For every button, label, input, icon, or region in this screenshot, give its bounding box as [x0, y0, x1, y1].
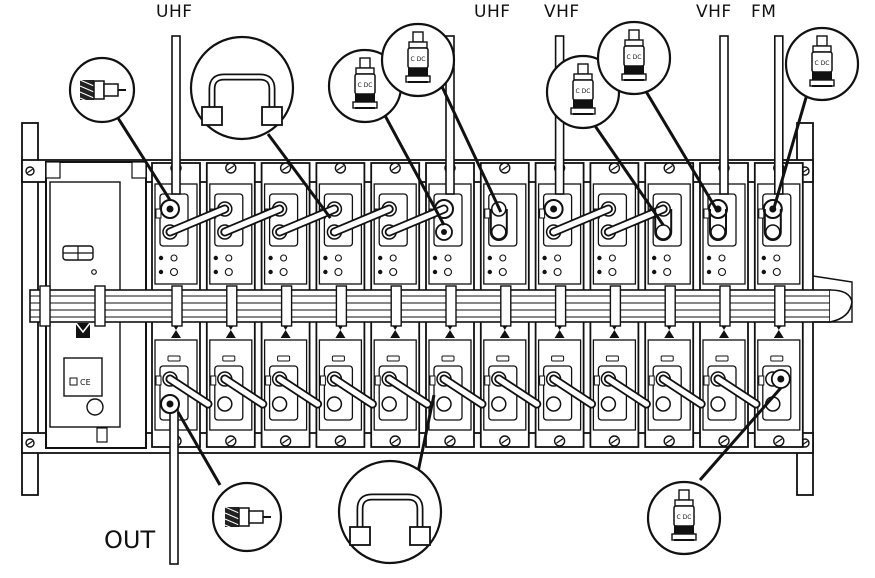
f-connector-icon	[224, 506, 271, 532]
screw-icon	[499, 435, 511, 447]
svg-text:C DC: C DC	[576, 88, 591, 95]
out-label: OUT	[104, 526, 156, 554]
svg-text:C DC: C DC	[677, 514, 692, 521]
cable-clamp	[445, 285, 457, 327]
input-cable	[773, 35, 784, 195]
bottom-bridges	[165, 369, 791, 409]
bottom-port-lower	[381, 396, 397, 412]
screw-icon	[773, 435, 785, 447]
screw-icon	[334, 162, 347, 174]
cable-clamp	[554, 285, 567, 327]
cable-clamp	[719, 285, 731, 327]
screw-icon	[608, 435, 621, 447]
cable-clamp	[171, 285, 183, 327]
cable-clamp	[94, 285, 106, 327]
leader-line	[266, 133, 332, 219]
vhf-label-mid: VHF	[544, 2, 580, 22]
u-link	[489, 209, 508, 241]
cable-clamp	[390, 285, 402, 327]
terminator-icon: C DC	[570, 63, 596, 115]
power-switch-icon	[86, 398, 104, 416]
screw-icon	[279, 435, 292, 447]
top-port-lower	[655, 224, 671, 240]
label-plate	[63, 357, 103, 397]
bus-bar	[29, 275, 853, 327]
screw-icon	[279, 162, 292, 174]
screw-icon	[553, 435, 566, 447]
leader-line	[636, 77, 720, 213]
leader-line	[771, 83, 812, 213]
leader-line	[589, 119, 665, 226]
callout-circle	[337, 459, 443, 565]
leader-line	[116, 117, 172, 201]
top-port-lower	[710, 224, 726, 240]
screw-icon	[25, 438, 35, 448]
f-connector-icon	[79, 79, 126, 105]
screw-icon	[225, 162, 237, 174]
fm-label: FM	[751, 2, 777, 22]
bottom-port-lower	[271, 396, 288, 412]
bottom-port-lower	[600, 396, 617, 412]
callouts: C DC C DC C DC C DC C DC C DC	[68, 20, 860, 565]
screw-icon	[608, 162, 621, 174]
cable-clamp	[609, 285, 622, 327]
terminator-icon: C DC	[405, 31, 431, 83]
screw-icon	[663, 435, 675, 447]
cable-clamp	[226, 285, 238, 327]
cable-clamp	[335, 285, 348, 327]
bottom-port-lower	[217, 396, 233, 412]
terminator-icon: C DC	[671, 489, 697, 541]
u-link	[654, 209, 673, 241]
bottom-port-lower	[326, 396, 343, 412]
bridge-cable-icon	[201, 73, 283, 126]
bottom-port-lower	[655, 396, 671, 412]
leader-line	[380, 109, 446, 226]
cable-clamp	[280, 285, 293, 327]
bottom-port-lower	[545, 396, 562, 412]
screw-icon	[389, 435, 401, 447]
screw-icon	[225, 435, 237, 447]
leader-line	[698, 387, 782, 481]
screw-icon	[25, 166, 35, 176]
screw-icon	[663, 162, 675, 174]
output-cable	[169, 403, 179, 565]
terminator-icon: C DC	[621, 29, 647, 81]
ce-mark-icon: CE	[80, 378, 91, 387]
svg-text:C DC: C DC	[411, 56, 426, 63]
svg-text:C DC: C DC	[627, 54, 642, 61]
cable-clamp	[664, 285, 676, 327]
svg-text:C DC: C DC	[358, 82, 373, 89]
screw-icon	[444, 435, 456, 447]
uhf-label-left: UHF	[156, 2, 193, 22]
top-port-lower	[765, 224, 781, 240]
bottom-port-lower	[436, 396, 452, 412]
cable-clamp	[39, 285, 51, 327]
terminator-icon: C DC	[352, 57, 378, 109]
svg-text:C DC: C DC	[815, 60, 830, 67]
screw-icon	[334, 435, 347, 447]
bridge-cable-icon	[349, 493, 431, 546]
bottom-port-lower	[491, 396, 507, 412]
u-link	[709, 209, 727, 241]
screw-icon	[389, 162, 401, 174]
terminator-icon: C DC	[809, 35, 835, 87]
top-port-lower	[491, 224, 507, 240]
leader-line	[176, 411, 222, 486]
input-cable	[719, 35, 729, 195]
screw-icon	[499, 162, 511, 174]
screw-icon	[718, 435, 730, 447]
leader-line	[436, 77, 503, 213]
uhf-label-mid: UHF	[474, 2, 511, 22]
cable-clamp	[774, 285, 786, 327]
leader-line	[416, 394, 436, 473]
bottom-port-lower	[710, 396, 726, 412]
input-cable	[171, 35, 181, 195]
vhf-label-right: VHF	[696, 2, 732, 22]
u-link	[763, 209, 782, 241]
cable-clamp	[500, 285, 512, 327]
